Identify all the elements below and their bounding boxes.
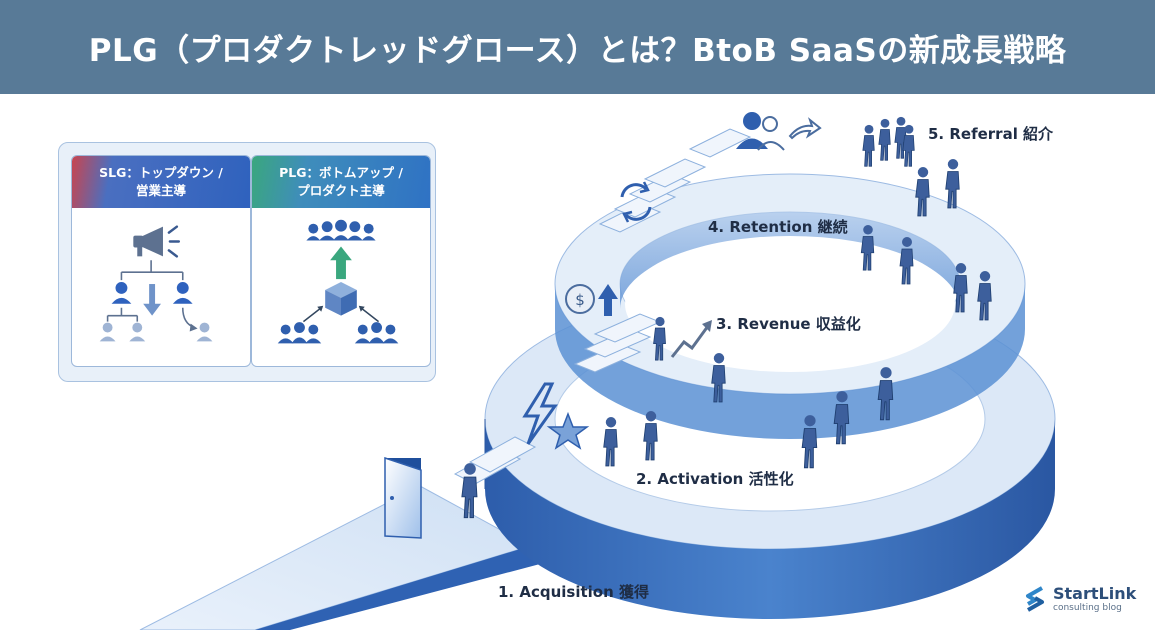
svg-text:$: $ xyxy=(575,291,585,309)
plg-title-line1: PLG：ボトムアップ / xyxy=(279,164,403,180)
refresh-cycle-icon xyxy=(620,181,652,223)
staircase xyxy=(453,128,752,485)
stage-label-referral: 5. Referral 紹介 xyxy=(928,125,1054,143)
stage-label-revenue: 3. Revenue 収益化 xyxy=(716,315,861,333)
star-icon xyxy=(546,411,590,450)
spiral-levels xyxy=(554,173,1026,439)
user-group-right-icon xyxy=(354,322,399,344)
plg-growth-loop-illustration: $ xyxy=(0,94,1155,630)
user-group-left-icon xyxy=(277,322,322,344)
manager-user-icon-left xyxy=(111,282,132,304)
startlink-logo: StartLink consulting blog xyxy=(1022,584,1136,614)
product-box-icon xyxy=(325,282,357,316)
dollar-coin-icon: $ xyxy=(565,284,595,314)
stage-label-retention: 4. Retention 継続 xyxy=(708,218,848,236)
slg-title-line1: SLG：トップダウン / xyxy=(99,164,223,180)
brand-tagline: consulting blog xyxy=(1053,602,1122,613)
staff-user-icons xyxy=(99,322,213,342)
entry-ramp xyxy=(139,485,540,630)
lightning-icon xyxy=(522,382,558,445)
plg-card-header: PLG：ボトムアップ / プロダクト主導 xyxy=(252,156,430,208)
slg-card-header: SLG：トップダウン / 営業主導 xyxy=(72,156,250,208)
slg-card: SLG：トップダウン / 営業主導 xyxy=(71,155,251,367)
brand-name: StartLink xyxy=(1053,583,1137,603)
up-arrow-icon xyxy=(598,284,618,316)
down-arrow-icon xyxy=(143,284,161,316)
stage-label-acquisition: 1. Acquisition 獲得 xyxy=(498,583,650,601)
up-arrow-icon xyxy=(330,246,352,280)
plg-bottom-up-illustration xyxy=(252,208,430,366)
megaphone-icon xyxy=(133,225,181,258)
user-share-icon xyxy=(736,112,822,151)
title-banner: PLG（プロダクトレッドグロース）とは？BtoB SaaSの新成長戦略 xyxy=(0,0,1155,94)
page-title: PLG（プロダクトレッドグロース）とは？BtoB SaaSの新成長戦略 xyxy=(88,32,1067,69)
plg-card: PLG：ボトムアップ / プロダクト主導 xyxy=(251,155,431,367)
startlink-s-mark-icon xyxy=(1026,586,1044,612)
slg-plg-comparison-panel: SLG：トップダウン / 営業主導 xyxy=(58,142,436,382)
slg-top-down-illustration xyxy=(72,208,250,366)
manager-user-icon-right xyxy=(172,282,193,304)
growth-arrow-icon xyxy=(670,320,712,358)
team-group-icon xyxy=(306,219,376,241)
slg-title-line2: 営業主導 xyxy=(135,183,186,198)
plg-title-line2: プロダクト主導 xyxy=(297,183,385,198)
stage-label-activation: 2. Activation 活性化 xyxy=(636,470,794,488)
open-door-icon xyxy=(384,456,422,539)
